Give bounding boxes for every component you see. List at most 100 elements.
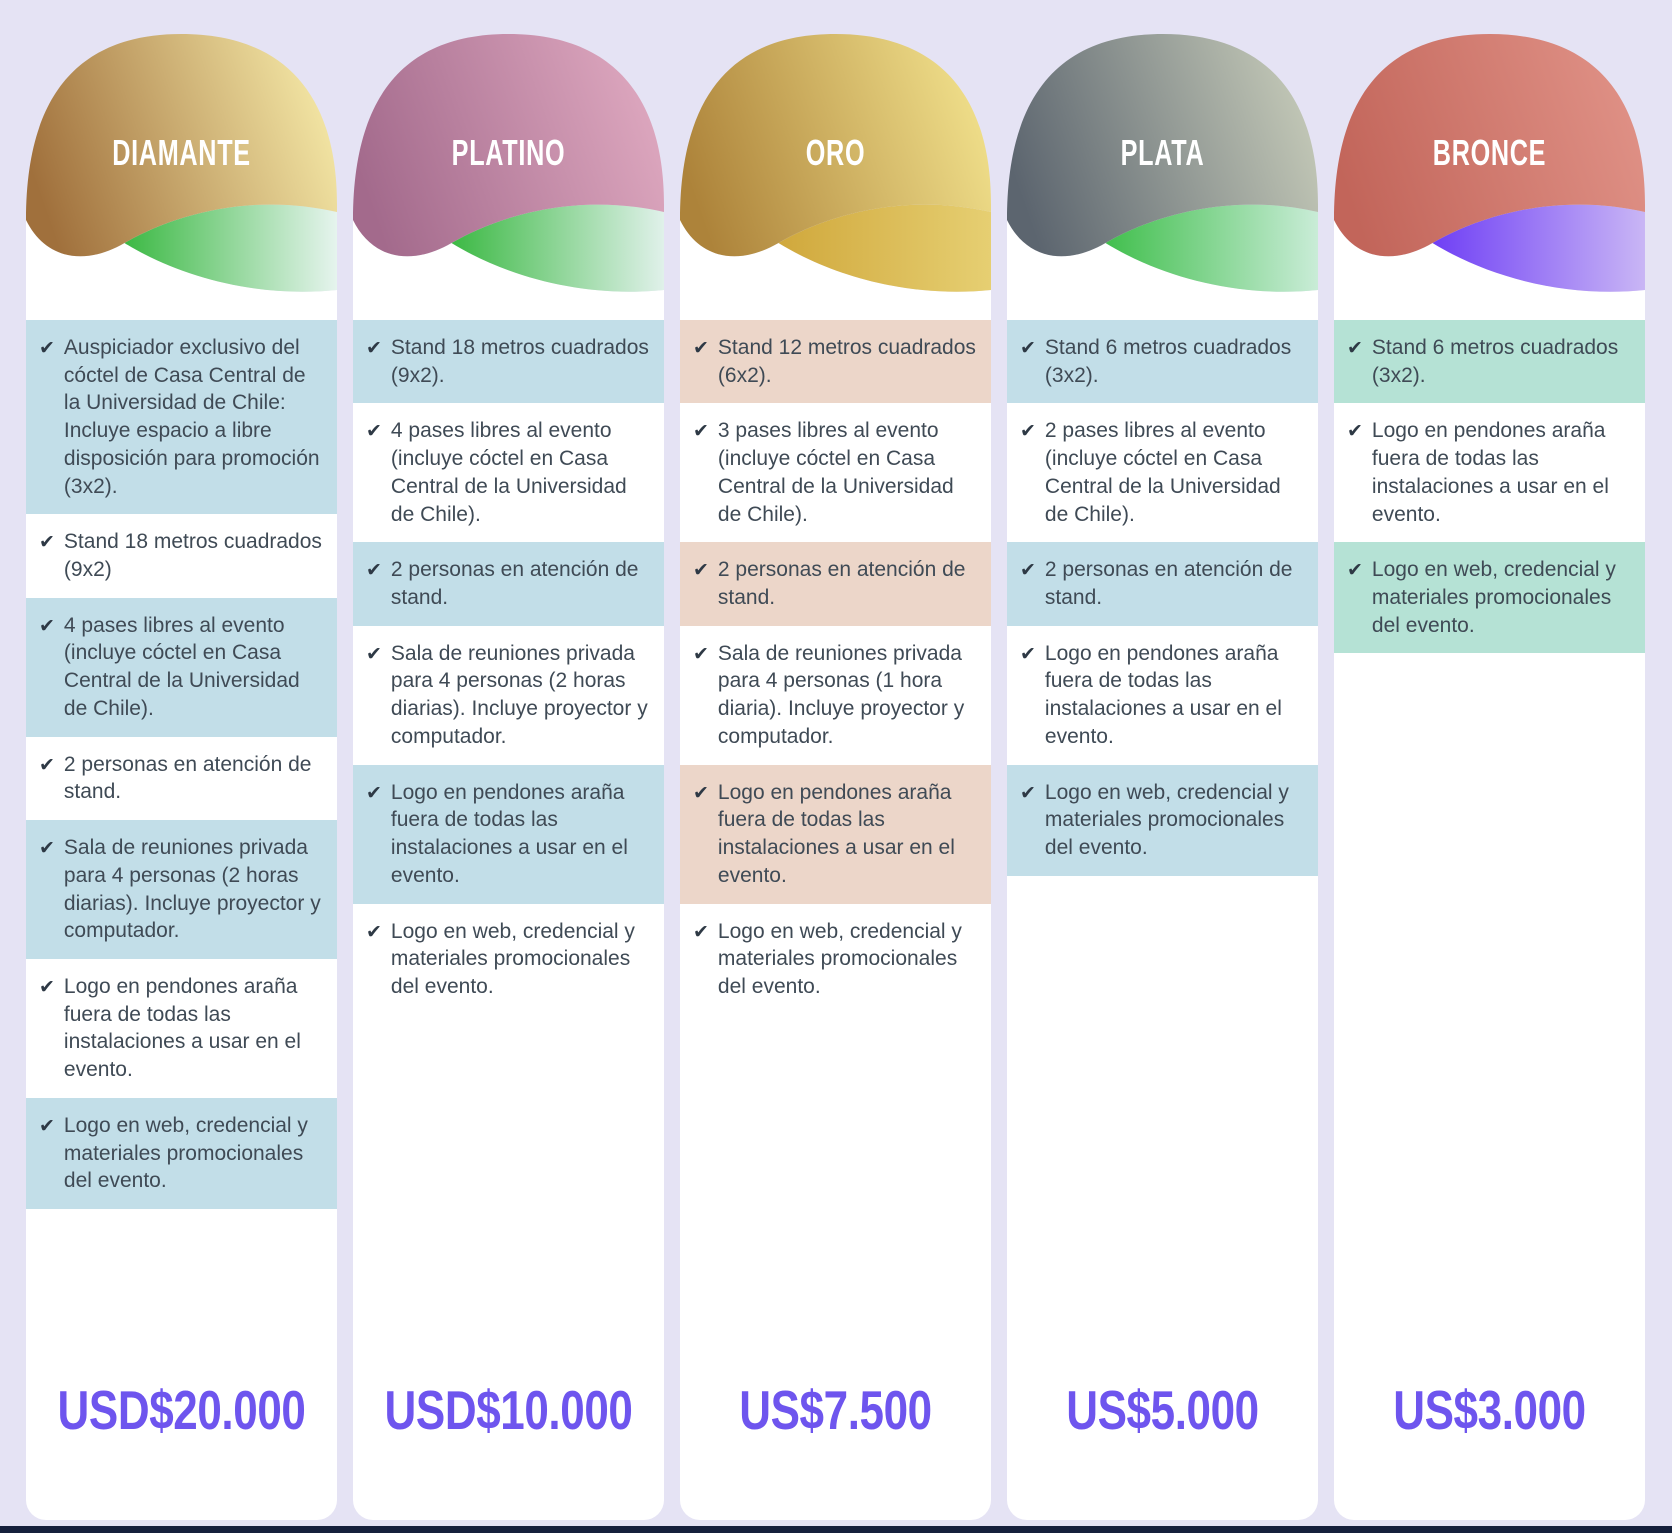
wave-ribbon-shape xyxy=(1105,204,1318,292)
tier-price: US$5.000 xyxy=(1066,1379,1259,1441)
feature-text: Auspiciador exclusivo del cóctel de Casa… xyxy=(63,336,320,498)
feature-text: 2 pases libres al evento (incluye cóctel… xyxy=(1044,419,1281,526)
tier-features: ✔Stand 12 metros cuadrados (6x2).✔3 pase… xyxy=(680,320,991,1015)
feature-text: 4 pases libres al evento (incluye cóctel… xyxy=(390,419,627,526)
feature-text: Logo en pendones araña fuera de todas la… xyxy=(63,974,301,1082)
feature-text: Logo en pendones araña fuera de todas la… xyxy=(717,780,955,887)
feature-item: ✔Sala de reuniones privada para 4 person… xyxy=(26,820,337,959)
check-icon: ✔ xyxy=(1020,643,1036,665)
feature-item: ✔ Stand 18 metros cuadrados (9x2) xyxy=(26,514,337,597)
feature-text: Stand 12 metros cuadrados (6x2). xyxy=(717,336,976,387)
feature-item: ✔ Logo en pendones araña fuera de todas l… xyxy=(1334,403,1645,542)
feature-item: ✔ 4 pases libres al evento (incluye cócte… xyxy=(353,403,664,542)
tier-features: ✔Stand 18 metros cuadrados (9x2).✔4 pase… xyxy=(353,320,664,1015)
tier-title: DIAMANTE xyxy=(112,132,251,173)
tier-price: US$3.000 xyxy=(1393,1379,1586,1441)
tier-body: ✔Stand 12 metros cuadrados (6x2).✔3 pase… xyxy=(680,310,991,1520)
feature-item: ✔2 personas en atención de stand. xyxy=(26,737,337,820)
feature-item: ✔ Stand 6 metros cuadrados (3x2). xyxy=(1334,320,1645,404)
feature-item: ✔ Logo en web, credencial y materiales pr… xyxy=(26,1097,337,1209)
check-icon: ✔ xyxy=(693,421,709,443)
feature-item: ✔ Logo en web, credencial y materiales pr… xyxy=(353,904,664,1015)
wave-ribbon-shape xyxy=(451,204,664,292)
tier-card: DIAMANTE ✔ Auspiciador exclusivo del cóct… xyxy=(26,30,337,1520)
feature-item: ✔Logo en pendones araña fuera de todas l… xyxy=(353,764,664,904)
card-top-white-shape xyxy=(26,220,337,310)
feature-text: Logo en pendones araña fuera de todas la… xyxy=(390,780,628,887)
feature-text: Stand 6 metros cuadrados (3x2). xyxy=(1044,336,1292,387)
tier-features: ✔ Auspiciador exclusivo del cóctel de Cas… xyxy=(26,320,337,1209)
check-icon: ✔ xyxy=(366,921,382,943)
tier-body: ✔Stand 6 metros cuadrados (3x2).✔Logo en… xyxy=(1334,310,1645,1520)
feature-text: Logo en web, credencial y materiales pro… xyxy=(390,919,635,998)
check-icon: ✔ xyxy=(1020,782,1036,804)
tier-body: ✔Stand 18 metros cuadrados (9x2).✔4 pase… xyxy=(353,310,664,1520)
feature-item: ✔2 personas en atención de stand. xyxy=(1007,542,1318,626)
check-icon: ✔ xyxy=(366,421,382,443)
feature-item: ✔ 2 personas en atención de stand. xyxy=(680,542,991,626)
bottom-bar xyxy=(0,1526,1672,1533)
tier-price: US$7.500 xyxy=(739,1379,932,1441)
feature-text: Logo en web, credencial y materiales pro… xyxy=(717,919,962,998)
feature-item: ✔ Sala de reuniones privada para 4 person… xyxy=(353,626,664,765)
feature-item: ✔ Stand 12 metros cuadrados (6x2). xyxy=(680,320,991,404)
feature-text: Logo en pendones araña fuera de todas la… xyxy=(1371,419,1609,526)
check-icon: ✔ xyxy=(693,921,709,943)
tier-card: PLATINO ✔Stand 18 metros cuadrados (9x2)… xyxy=(353,30,664,1520)
tier-card: ORO ✔Stand 12 metros cuadrados (6x2).✔3 … xyxy=(680,30,991,1520)
dome-shape xyxy=(353,34,664,257)
check-icon: ✔ xyxy=(1020,560,1036,582)
feature-item: ✔ Auspiciador exclusivo del cóctel de Cas… xyxy=(26,320,337,515)
tier-header-art xyxy=(353,34,664,310)
feature-text: Logo en web, credencial y materiales pro… xyxy=(63,1113,308,1193)
check-icon: ✔ xyxy=(39,532,55,554)
feature-item: ✔ 2 pases libres al evento (incluye cócte… xyxy=(1007,403,1318,542)
tier-header-art xyxy=(26,34,337,310)
feature-item: ✔ Sala de reuniones privada para 4 person… xyxy=(680,626,991,765)
feature-item: ✔Stand 18 metros cuadrados (9x2). xyxy=(353,320,664,404)
check-icon: ✔ xyxy=(39,615,55,637)
check-icon: ✔ xyxy=(693,560,709,582)
feature-item: ✔4 pases libres al evento (incluye cócte… xyxy=(26,597,337,737)
check-icon: ✔ xyxy=(39,976,55,998)
tier-header: PLATA xyxy=(1007,30,1318,310)
check-icon: ✔ xyxy=(693,338,709,359)
tier-features: ✔Stand 6 metros cuadrados (3x2).✔Logo en… xyxy=(1334,320,1645,654)
tier-price: USD$10.000 xyxy=(384,1379,633,1441)
wave-ribbon-shape xyxy=(778,204,991,292)
check-icon: ✔ xyxy=(1020,421,1036,443)
tier-body: ✔ Stand 6 metros cuadrados (3x2). ✔ 2 pases… xyxy=(1007,310,1318,1520)
check-icon: ✔ xyxy=(39,1115,55,1137)
feature-text: Sala de reuniones privada para 4 persona… xyxy=(390,641,648,748)
check-icon: ✔ xyxy=(1347,338,1363,359)
tier-header-art xyxy=(1007,34,1318,310)
check-icon: ✔ xyxy=(1020,338,1036,359)
card-top-white-shape xyxy=(680,220,991,310)
check-icon: ✔ xyxy=(39,338,55,359)
feature-item: ✔ Logo en pendones araña fuera de todas l… xyxy=(26,959,337,1098)
feature-text: Stand 6 metros cuadrados (3x2). xyxy=(1371,336,1619,387)
check-icon: ✔ xyxy=(1347,560,1363,582)
dome-shape xyxy=(26,34,337,257)
feature-text: 2 personas en atención de stand. xyxy=(717,558,966,610)
check-icon: ✔ xyxy=(366,643,382,665)
feature-item: ✔Logo en pendones araña fuera de todas l… xyxy=(1007,626,1318,765)
feature-text: Stand 18 metros cuadrados (9x2). xyxy=(390,336,649,387)
tier-card: PLATA ✔Stand 6 metros cuadrados (3x2).✔2… xyxy=(1007,30,1318,1520)
tier-header-art xyxy=(680,34,991,310)
feature-text: Sala de reuniones privada para 4 persona… xyxy=(717,641,965,748)
feature-item: ✔Logo en web, credencial y materiales pr… xyxy=(1007,764,1318,876)
check-icon: ✔ xyxy=(693,643,709,665)
check-icon: ✔ xyxy=(39,838,55,860)
dome-shape xyxy=(1007,34,1318,257)
tier-header: ORO xyxy=(680,30,991,310)
wave-ribbon-shape xyxy=(124,204,337,292)
feature-item: ✔Logo en web, credencial y materiales pr… xyxy=(1334,542,1645,654)
feature-text: Stand 18 metros cuadrados (9x2) xyxy=(63,530,322,582)
feature-item: ✔ Stand 6 metros cuadrados (3x2). xyxy=(1007,320,1318,404)
dome-shape xyxy=(680,34,991,257)
check-icon: ✔ xyxy=(1347,421,1363,443)
tier-features: ✔ Stand 6 metros cuadrados (3x2). ✔ 2 pases… xyxy=(1007,320,1318,876)
